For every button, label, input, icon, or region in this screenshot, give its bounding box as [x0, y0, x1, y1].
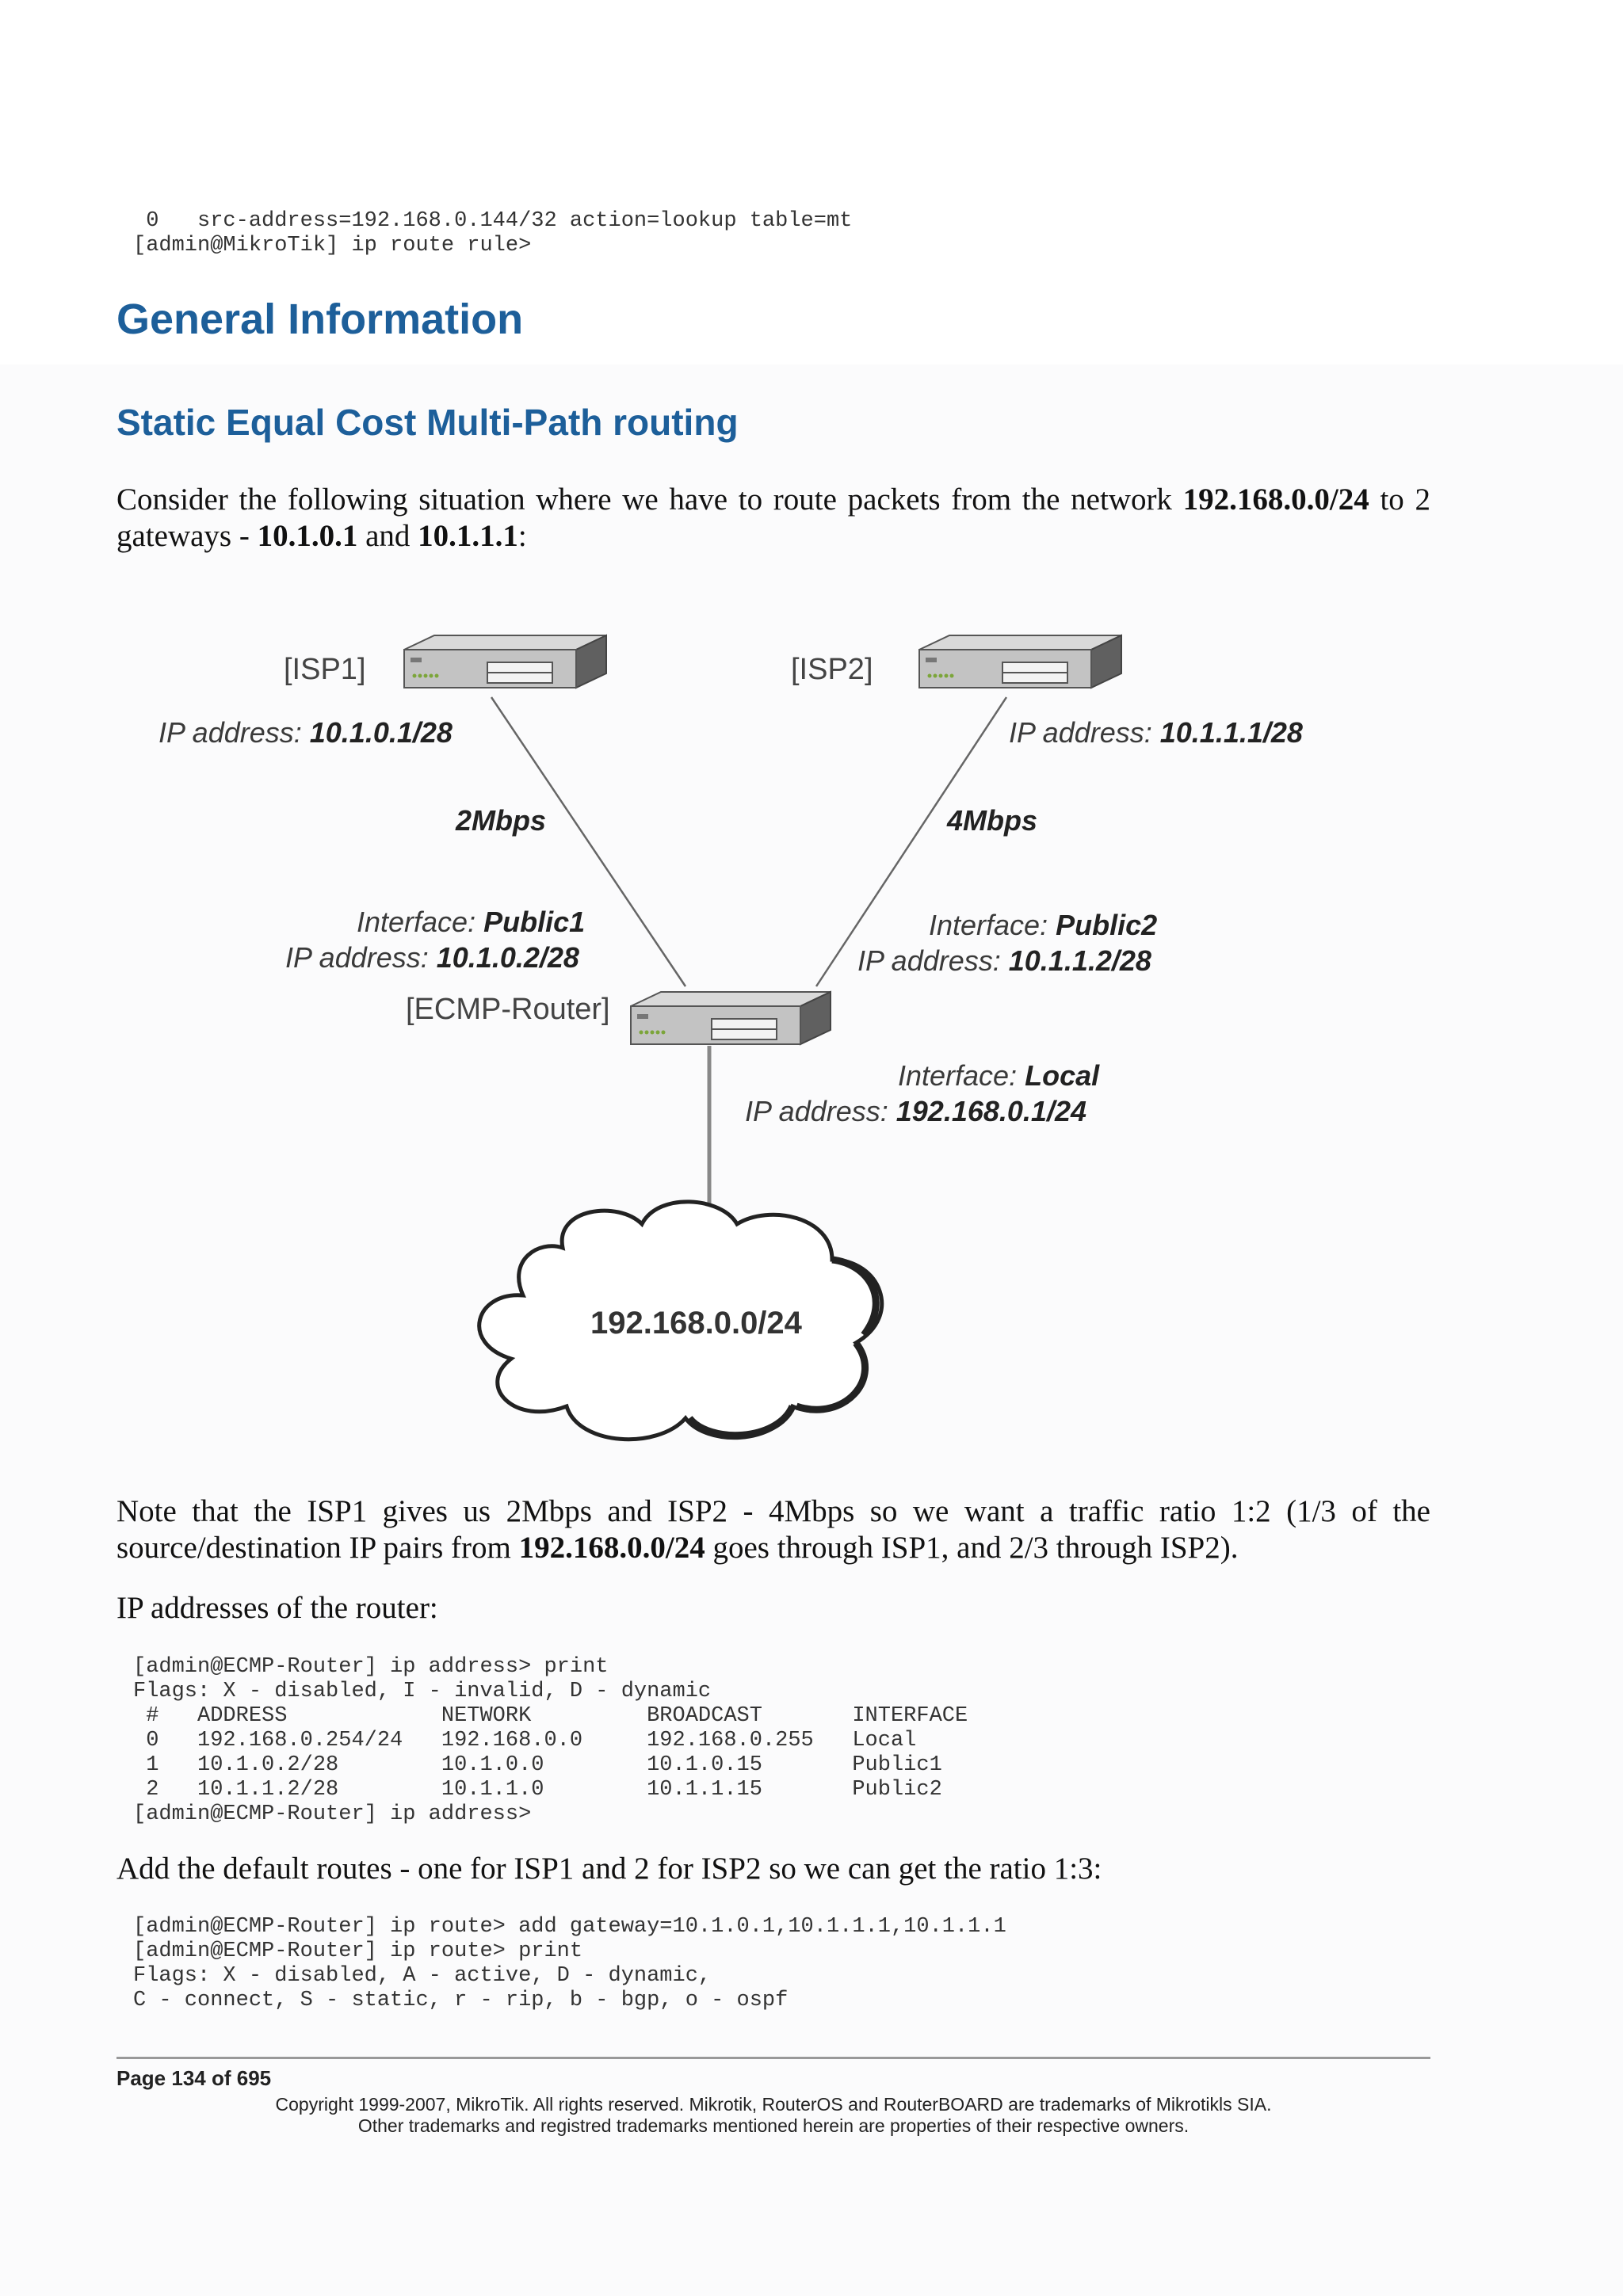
isp2-label: [ISP2] — [791, 653, 873, 686]
isp1-label: [ISP1] — [284, 653, 366, 686]
link-isp2 — [815, 696, 1008, 987]
public1-ip-label: IP address: 10.1.0.2/28 — [285, 941, 579, 974]
code-line: 0 src-address=192.168.0.144/32 action=lo… — [133, 209, 853, 233]
isp1-ip-prefix: IP address: — [158, 716, 310, 749]
public2-if: Public2 — [1056, 909, 1157, 941]
network-address: 192.168.0.0/24 — [1182, 482, 1369, 517]
note-text: goes through ISP1, and 2/3 through ISP2)… — [705, 1531, 1239, 1565]
code-line: Flags: X - disabled, I - invalid, D - dy… — [133, 1680, 712, 1703]
code-line: Flags: X - disabled, A - active, D - dyn… — [133, 1964, 712, 1988]
intro-text: Consider the following situation where w… — [116, 482, 1183, 517]
public2-if-prefix: Interface: — [929, 909, 1056, 941]
link2-speed: 4Mbps — [946, 804, 1037, 837]
link-isp1 — [490, 696, 687, 987]
note-paragraph: Note that the ISP1 gives us 2Mbps and IS… — [116, 1493, 1430, 1566]
gateway2-address: 10.1.1.1 — [418, 519, 518, 553]
code-block-route-rule: 0 src-address=192.168.0.144/32 action=lo… — [133, 209, 852, 258]
isp1-ip-label: IP address: 10.1.0.1/28 — [158, 716, 453, 749]
gateway1-address: 10.1.0.1 — [257, 519, 358, 553]
code-line: [admin@ECMP-Router] ip route> add gatewa… — [133, 1915, 1006, 1939]
isp1-ip: 10.1.0.1/28 — [310, 716, 453, 749]
public1-ip: 10.1.0.2/28 — [437, 941, 579, 974]
ecmp-router-icon — [630, 990, 831, 1046]
ip-addresses-heading: IP addresses of the router: — [116, 1591, 438, 1625]
public1-if-prefix: Interface: — [357, 906, 483, 938]
ecmp-router-label: [ECMP-Router] — [406, 993, 610, 1026]
isp2-ip-label: IP address: 10.1.1.1/28 — [1009, 716, 1303, 749]
public1-interface-label: Interface: Public1 — [357, 906, 585, 938]
isp2-ip-prefix: IP address: — [1009, 716, 1160, 749]
code-line: [admin@ECMP-Router] ip address> print — [133, 1655, 609, 1679]
code-line: [admin@MikroTik] ip route rule> — [133, 234, 532, 257]
code-line: 1 10.1.0.2/28 10.1.0.0 10.1.0.15 Public1 — [133, 1753, 942, 1777]
isp2-router-icon — [918, 634, 1122, 689]
code-line: # ADDRESS NETWORK BROADCAST INTERFACE — [133, 1704, 968, 1728]
heading-general-information: General Information — [116, 296, 524, 343]
note-network: 192.168.0.0/24 — [518, 1531, 705, 1565]
cloud-network-label: 192.168.0.0/24 — [590, 1306, 803, 1341]
isp2-ip: 10.1.1.1/28 — [1160, 716, 1303, 749]
heading-static-ecmp: Static Equal Cost Multi-Path routing — [116, 402, 739, 443]
local-ip: 192.168.0.1/24 — [896, 1095, 1086, 1127]
local-if: Local — [1025, 1059, 1100, 1092]
page-number: Page 134 of 695 — [116, 2066, 272, 2090]
copyright-line-1: Copyright 1999-2007, MikroTik. All right… — [275, 2094, 1272, 2115]
default-routes-text: Add the default routes - one for ISP1 an… — [116, 1852, 1102, 1886]
code-line: [admin@ECMP-Router] ip route> print — [133, 1939, 583, 1963]
local-ip-label: IP address: 192.168.0.1/24 — [745, 1095, 1086, 1127]
copyright-line-2: Other trademarks and registred trademark… — [357, 2115, 1190, 2136]
public1-if: Public1 — [483, 906, 585, 938]
code-line: 2 10.1.1.2/28 10.1.1.0 10.1.1.15 Public2 — [133, 1778, 942, 1802]
public2-ip-label: IP address: 10.1.1.2/28 — [857, 944, 1151, 977]
code-line: [admin@ECMP-Router] ip address> — [133, 1802, 532, 1826]
code-block-ip-route: [admin@ECMP-Router] ip route> add gatewa… — [133, 1915, 1006, 2013]
network-cloud-icon — [477, 1199, 884, 1442]
public2-interface-label: Interface: Public2 — [929, 909, 1157, 941]
intro-text: : — [517, 519, 527, 553]
note-text: Note that the ISP1 gives us 2Mbps and IS… — [116, 1494, 1430, 1565]
footer-divider — [116, 2057, 1430, 2059]
intro-paragraph: Consider the following situation where w… — [116, 482, 1430, 555]
public1-ip-prefix: IP address: — [285, 941, 437, 974]
code-line: C - connect, S - static, r - rip, b - bg… — [133, 1989, 789, 2012]
public2-ip-prefix: IP address: — [857, 944, 1009, 977]
intro-text: and — [357, 519, 418, 553]
public2-ip: 10.1.1.2/28 — [1009, 944, 1151, 977]
intro-text: to 2 gateways - — [116, 482, 1430, 553]
link1-speed: 2Mbps — [455, 804, 546, 837]
local-ip-prefix: IP address: — [745, 1095, 896, 1127]
code-line: 0 192.168.0.254/24 192.168.0.0 192.168.0… — [133, 1729, 917, 1753]
local-if-prefix: Interface: — [898, 1059, 1025, 1092]
network-diagram: [ISP1] IP address: 10.1.0.1/28 [ISP2] IP… — [158, 634, 1303, 1442]
local-interface-label: Interface: Local — [898, 1059, 1100, 1092]
isp1-router-icon — [403, 634, 607, 689]
